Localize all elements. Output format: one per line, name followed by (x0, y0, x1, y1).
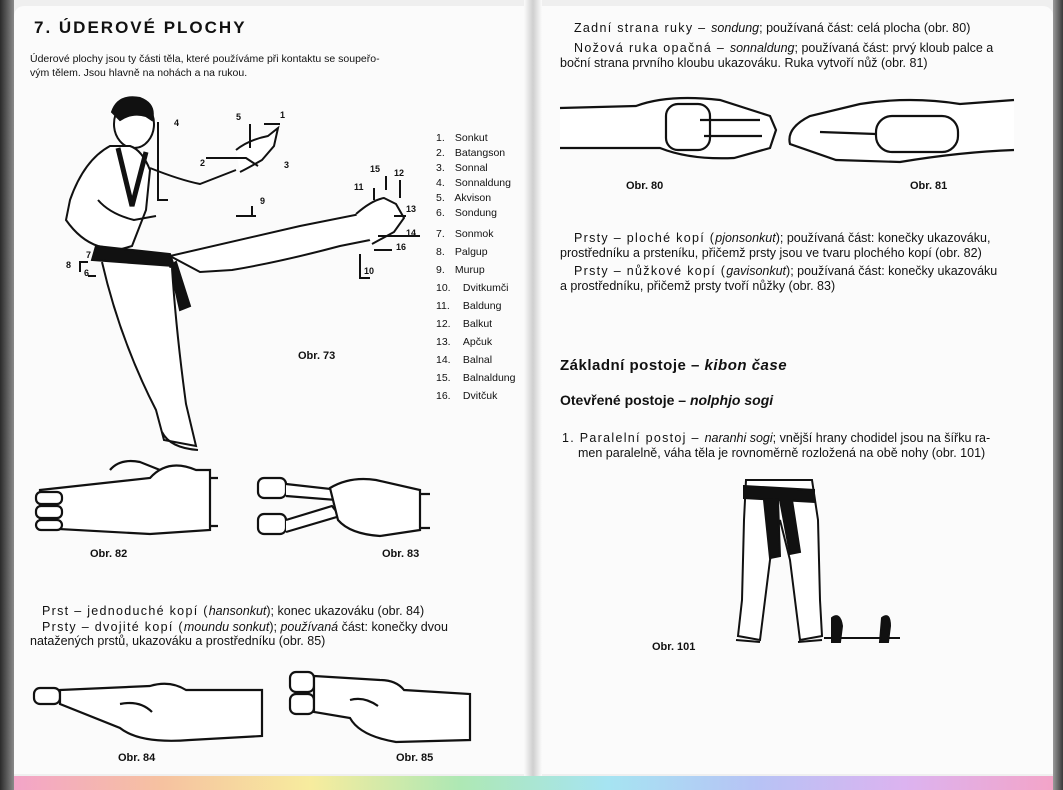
legend-item: 14. Balnal (436, 354, 493, 366)
callout-13: 13 (406, 204, 417, 214)
callout-14: 14 (406, 228, 417, 238)
intro-line-2: vým tělem. Jsou hlavně na nohách a na ru… (30, 67, 248, 79)
figure-caption-80: Obr. 80 (626, 180, 664, 192)
paragraph-single-spear: Prst – jednoduché kopí (hansonkut); kone… (42, 604, 425, 618)
legend-item: 5. Akvison (436, 192, 492, 204)
figure-caption-85: Obr. 85 (396, 752, 434, 764)
figure-caption-101: Obr. 101 (652, 641, 696, 653)
callout-6: 6 (84, 268, 90, 278)
chapter-title: 7. ÚDEROVÉ PLOCHY (34, 18, 247, 37)
callout-5: 5 (236, 112, 242, 122)
callout-12: 12 (394, 168, 405, 178)
book-gutter (524, 0, 542, 780)
figure-caption-84: Obr. 84 (118, 752, 156, 764)
figure-caption-83: Obr. 83 (382, 548, 420, 560)
book-edge-left (0, 0, 14, 790)
book-edge-right (1053, 0, 1063, 790)
paragraph-flat-spear-line2: prostředníku a prsteníku, přičemž prsty … (560, 246, 982, 260)
callout-3: 3 (284, 160, 290, 170)
callout-7: 7 (86, 250, 92, 260)
paragraph-back-hand: Zadní strana ruky – sondung; používaná č… (574, 21, 971, 35)
paragraph-reverse-knife-hand: Nožová ruka opačná – sonnaldung; používa… (574, 41, 994, 55)
paragraph-reverse-knife-hand-line2: boční strana prvního kloubu ukazováku. R… (560, 56, 928, 70)
subsection-heading-open-stances: Otevřené postoje – nolphjo sogi (560, 392, 774, 408)
figure-caption-81: Obr. 81 (910, 180, 948, 192)
section-heading-basic-stances: Základní postoje – kibon čase (560, 357, 788, 374)
legend-item: 6. Sondung (436, 207, 497, 219)
intro-text: Úderové plochy jsou ty části těla, které… (30, 52, 442, 80)
figure-caption-73: Obr. 73 (298, 350, 336, 362)
callout-10: 10 (364, 266, 375, 276)
paragraph-parallel-stance-line2: men paralelně, váha těla je rovnoměrně r… (578, 446, 986, 460)
legend-item: 3. Sonnal (436, 162, 488, 174)
legend-item: 2. Batangson (436, 147, 506, 159)
paragraph-scissors-spear: Prsty – nůžkové kopí (gavisonkut); použí… (574, 264, 998, 278)
paragraph-double-spear-line2: natažených prstů, ukazováku a prostřední… (30, 634, 326, 648)
legend-item: 12. Balkut (436, 318, 493, 330)
paragraph-flat-spear: Prsty – ploché kopí (pjonsonkut); použív… (574, 231, 991, 245)
callout-2: 2 (200, 158, 206, 168)
legend-item: 8. Palgup (436, 246, 488, 258)
callout-1: 1 (280, 110, 286, 120)
legend-item: 13. Apčuk (436, 336, 493, 348)
legend-item: 10. Dvitkumči (436, 282, 509, 294)
callout-4: 4 (174, 118, 180, 128)
intro-line-1: Úderové plochy jsou ty části těla, které… (30, 53, 380, 65)
paragraph-scissors-spear-line2: a prostředníku, přičemž prsty tvoří nůžk… (560, 279, 836, 293)
callout-8: 8 (66, 260, 72, 270)
callout-16: 16 (396, 242, 407, 252)
callout-11: 11 (354, 182, 364, 192)
legend-item: 1. Sonkut (436, 132, 488, 144)
legend-item: 9. Murup (436, 264, 485, 276)
legend-item: 16. Dvitčuk (436, 390, 498, 402)
paragraph-parallel-stance: 1. Paralelní postoj – naranhi sogi; vněj… (562, 431, 991, 445)
callout-15: 15 (370, 164, 381, 174)
legend-item: 11. Baldung (436, 300, 502, 312)
legend-item: 15. Balnaldung (436, 372, 516, 384)
callout-9: 9 (260, 196, 266, 206)
figure-caption-82: Obr. 82 (90, 548, 128, 560)
legend-item: 7. Sonmok (436, 228, 494, 240)
rainbow-bottom-strip (14, 776, 1053, 790)
paragraph-double-spear: Prsty – dvojité kopí (moundu sonkut); po… (42, 620, 448, 634)
legend-item: 4. Sonnaldung (436, 177, 511, 189)
